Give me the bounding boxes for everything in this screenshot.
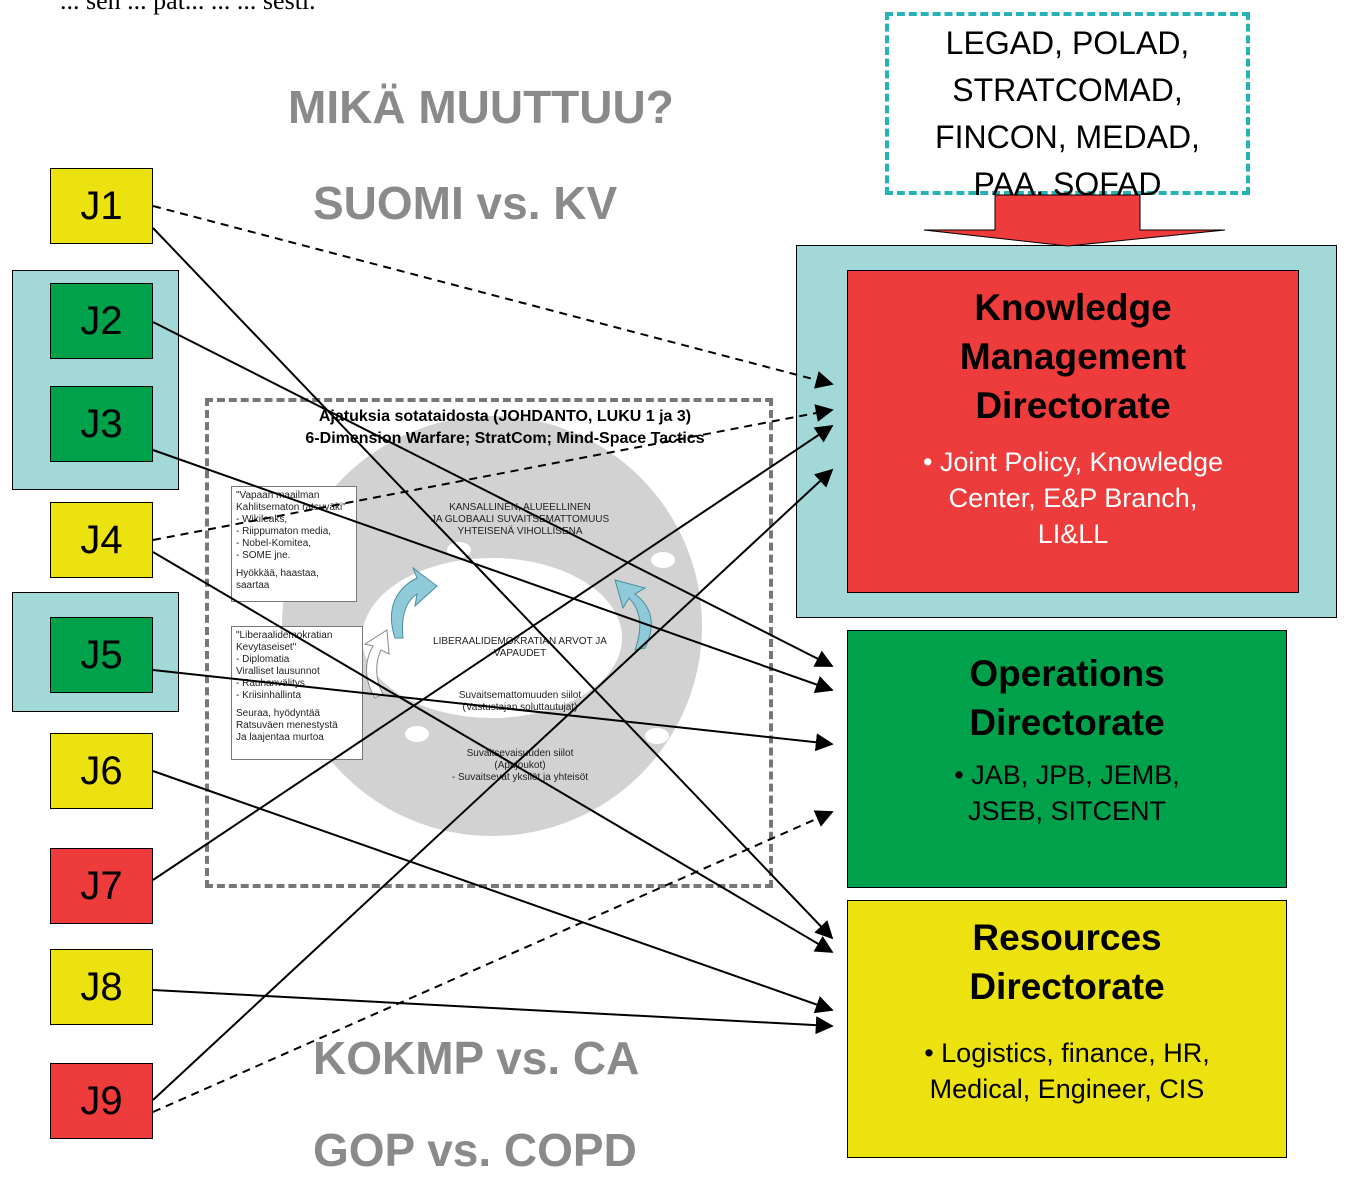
note-cavalry: "Vapaan maailman Kahlitsematon ratsuväki… xyxy=(231,486,357,602)
bridge-line: Suvaitsemattomuuden siilot xyxy=(458,690,582,701)
ring-line: KANSALLINEN, ALUEELLINEN xyxy=(449,502,591,513)
center-line: LIBERAALIDEMOKRATIAN ARVOT JA xyxy=(433,636,607,647)
note-line: Kahlitsematon ratsuväki" xyxy=(236,502,346,513)
note-line: - Wikileaks, xyxy=(236,514,288,525)
j1-box: J1 xyxy=(50,168,153,244)
j3-box: J3 xyxy=(50,386,153,462)
connector-solid xyxy=(152,989,834,1035)
ring-top-text: KANSALLINEN, ALUEELLINEN JA GLOBAALI SUV… xyxy=(420,502,620,538)
advisors-line: STRATCOMAD, xyxy=(952,72,1183,108)
note-line: Ja laajentaa murtoa xyxy=(236,732,324,743)
note-line: - Riippumaton media, xyxy=(236,526,332,537)
j6-box: J6 xyxy=(50,733,153,809)
advisors-line: LEGAD, POLAD, xyxy=(945,25,1190,61)
note-line: - Kriisinhallinta xyxy=(236,690,302,701)
directorate-title: Directorate xyxy=(969,702,1165,743)
bridge-line: (Apujoukot) xyxy=(494,760,546,771)
j9-box: J9 xyxy=(50,1063,153,1139)
connector-dashed xyxy=(152,205,834,389)
ring-line: YHTEISENÄ VIHOLLISENA xyxy=(457,526,583,537)
j8-box: J8 xyxy=(50,949,153,1025)
operations-directorate: Operations Directorate • JAB, JPB, JEMB,… xyxy=(847,630,1287,888)
inner-title-line: Ajatuksia sotataidosta (JOHDANTO, LUKU 1… xyxy=(318,408,692,425)
inner-figure-title: Ajatuksia sotataidosta (JOHDANTO, LUKU 1… xyxy=(260,406,750,450)
center-text: LIBERAALIDEMOKRATIAN ARVOT JA VAPAUDET xyxy=(420,636,620,660)
note-line: Viralliset lausunnot xyxy=(236,666,320,677)
note-line: Ratsuväen menestystä xyxy=(236,720,338,731)
bridge-line: (Vastustajan soluttautujat) xyxy=(462,702,578,713)
j4-box: J4 xyxy=(50,502,153,578)
ring-hole xyxy=(447,542,471,558)
top-partial-text: ... sen ... pat... ... ... sesti. xyxy=(60,0,316,15)
bridge2-text: Suvaitsevaisuuden siilot (Apujoukot) - S… xyxy=(420,748,620,784)
bridge-line: Suvaitsevaisuuden siilot xyxy=(466,748,574,759)
directorate-item: Center, E&P Branch, xyxy=(948,483,1198,513)
knowledge-management-directorate: Knowledge Management Directorate • Joint… xyxy=(847,270,1299,593)
j2-box: J2 xyxy=(50,283,153,359)
ring-hole xyxy=(651,552,675,568)
note-line: "Liberaalidemokratian xyxy=(236,630,333,641)
directorate-item: JSEB, SITCENT xyxy=(967,796,1167,826)
ring-hole xyxy=(405,726,429,742)
directorate-item: • Joint Policy, Knowledge xyxy=(922,447,1224,477)
heading-suomi-vs-kv: SUOMI vs. KV xyxy=(313,177,618,229)
note-line: Hyökkää, haastaa, xyxy=(236,568,319,579)
advisors-box: LEGAD, POLAD, STRATCOMAD, FINCON, MEDAD,… xyxy=(885,12,1250,202)
ring-line: JA GLOBAALI SUVAITSEMATTOMUUS xyxy=(430,514,610,525)
directorate-title: Resources xyxy=(972,917,1162,958)
note-line: Seuraa, hyödyntää xyxy=(236,708,320,719)
heading-kokmp-vs-ca: KOKMP vs. CA xyxy=(313,1032,640,1084)
note-line: - Nobel-Komitea, xyxy=(236,538,312,549)
bridge-line: - Suvaitsevat yksilöt ja yhteisöt xyxy=(451,772,589,783)
directorate-item: Medical, Engineer, CIS xyxy=(929,1074,1205,1104)
note-line: - Rauhanvälitys xyxy=(236,678,305,689)
note-line: "Vapaan maailman xyxy=(236,490,320,501)
directorate-title: Directorate xyxy=(975,385,1171,426)
directorate-item: • JAB, JPB, JEMB, xyxy=(954,760,1180,790)
advisors-line: FINCON, MEDAD, xyxy=(935,119,1200,155)
directorate-title: Operations xyxy=(969,653,1165,694)
j7-box: J7 xyxy=(50,848,153,924)
inner-title-line: 6-Dimension Warfare; StratCom; Mind-Spac… xyxy=(305,430,705,447)
heading-gop-vs-copd: GOP vs. COPD xyxy=(313,1124,637,1176)
directorate-item: LI&LL xyxy=(1037,519,1109,549)
directorate-title: Directorate xyxy=(969,966,1165,1007)
note-line: Kevytaseiset" xyxy=(236,642,297,653)
directorate-item: • Logistics, finance, HR, xyxy=(924,1038,1210,1068)
directorate-title: Knowledge xyxy=(974,287,1172,328)
note-light-arms: "Liberaalidemokratian Kevytaseiset" - Di… xyxy=(231,626,363,760)
note-line: - SOME jne. xyxy=(236,550,291,561)
note-line: - Diplomatia xyxy=(236,654,290,665)
center-line: VAPAUDET xyxy=(493,648,547,659)
ring-hole xyxy=(645,728,669,744)
note-line: saartaa xyxy=(236,580,270,591)
heading-mika-muuttuu: MIKÄ MUUTTUU? xyxy=(288,81,674,133)
bridge1-text: Suvaitsemattomuuden siilot (Vastustajan … xyxy=(430,690,610,714)
advisors-line: PAA, SOFAD xyxy=(973,166,1162,202)
j5-box: J5 xyxy=(50,617,153,693)
resources-directorate: Resources Directorate • Logistics, finan… xyxy=(847,900,1287,1158)
directorate-title: Management xyxy=(959,336,1187,377)
